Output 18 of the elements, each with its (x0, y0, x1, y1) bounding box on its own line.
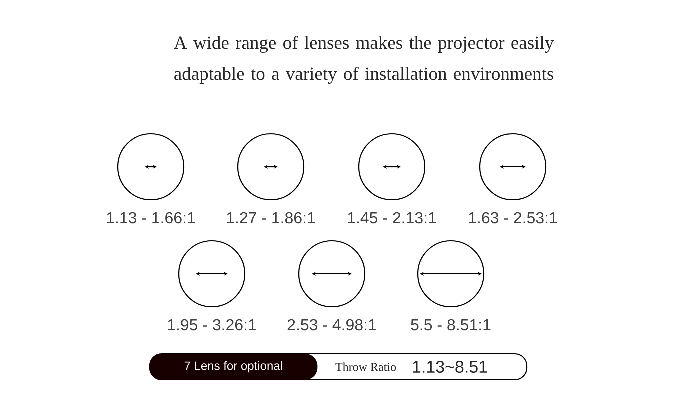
lens-circle (479, 133, 547, 201)
ratio-label: 1.63 - 2.53:1 (469, 212, 558, 224)
ratio-label: 2.53 - 4.98:1 (288, 319, 376, 331)
ratio-label: 1.95 - 3.26:1 (168, 319, 256, 331)
lens-circle (117, 133, 185, 201)
lens-circle (298, 240, 366, 308)
lens-circle (358, 133, 426, 201)
lens-circle (417, 240, 485, 308)
throw-ratio-label: Throw Ratio (336, 362, 396, 372)
ratio-label: 1.13 - 1.66:1 (107, 212, 196, 224)
lens-circle (237, 133, 305, 201)
ratio-value: 1.13~8.51 (413, 360, 488, 374)
title: A wide range of lenses makes the projector easily adaptable to a variety of installation environments (174, 36, 554, 84)
ratio-label: 5.5 - 8.51:1 (411, 319, 491, 331)
ratio-label: 1.45 - 2.13:1 (348, 212, 436, 224)
lens-circle (178, 240, 246, 308)
ratio-label: 1.27 - 1.86:1 (227, 212, 316, 224)
option-label: 7 Lens for optional (150, 354, 318, 380)
